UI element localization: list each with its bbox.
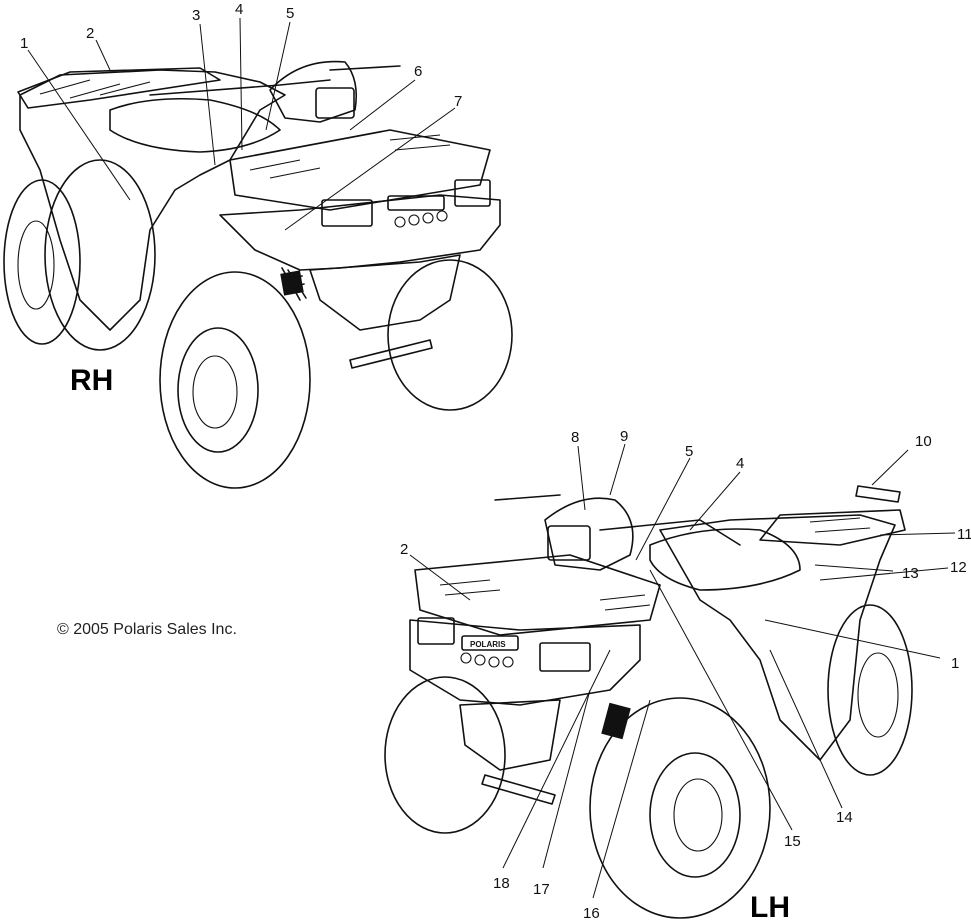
lh-callout-5: 5 xyxy=(685,443,693,460)
rh-atv-drawing xyxy=(3,60,513,489)
rh-leader-lines xyxy=(27,17,456,231)
lh-callout-2: 2 xyxy=(400,541,408,558)
lh-callout-18: 18 xyxy=(493,875,510,892)
lh-callout-15: 15 xyxy=(784,833,801,850)
lh-callout-17: 17 xyxy=(533,881,550,898)
lh-callout-9: 9 xyxy=(620,428,628,445)
lh-callout-12: 12 xyxy=(950,559,967,576)
rh-view-label: RH xyxy=(70,364,113,397)
lh-callout-8: 8 xyxy=(571,429,579,446)
lh-view-label: LH xyxy=(750,891,790,922)
lh-callout-16: 16 xyxy=(583,905,600,922)
lh-callout-14: 14 xyxy=(836,809,853,826)
lh-callouts: 8 9 5 4 10 2 11 12 13 1 14 15 18 17 16 xyxy=(400,428,971,922)
rh-callout-7: 7 xyxy=(454,93,462,110)
lh-leader-lines xyxy=(409,443,956,899)
lh-callout-4: 4 xyxy=(736,455,744,472)
rh-callouts: 1 2 3 4 5 6 7 xyxy=(20,1,462,110)
lh-callout-1: 1 xyxy=(951,655,959,672)
copyright-notice: © 2005 Polaris Sales Inc. xyxy=(57,621,237,638)
lh-callout-11: 11 xyxy=(957,526,971,543)
rh-callout-5: 5 xyxy=(286,5,294,22)
lh-brand-plate: POLARIS xyxy=(470,640,506,649)
rh-callout-3: 3 xyxy=(192,7,200,24)
rh-callout-1: 1 xyxy=(20,35,28,52)
lh-atv-drawing: POLARIS xyxy=(384,485,913,919)
rh-callout-2: 2 xyxy=(86,25,94,42)
lh-callout-10: 10 xyxy=(915,433,932,450)
rh-callout-4: 4 xyxy=(235,1,243,18)
rh-callout-6: 6 xyxy=(414,63,422,80)
lh-callout-13: 13 xyxy=(902,565,919,582)
